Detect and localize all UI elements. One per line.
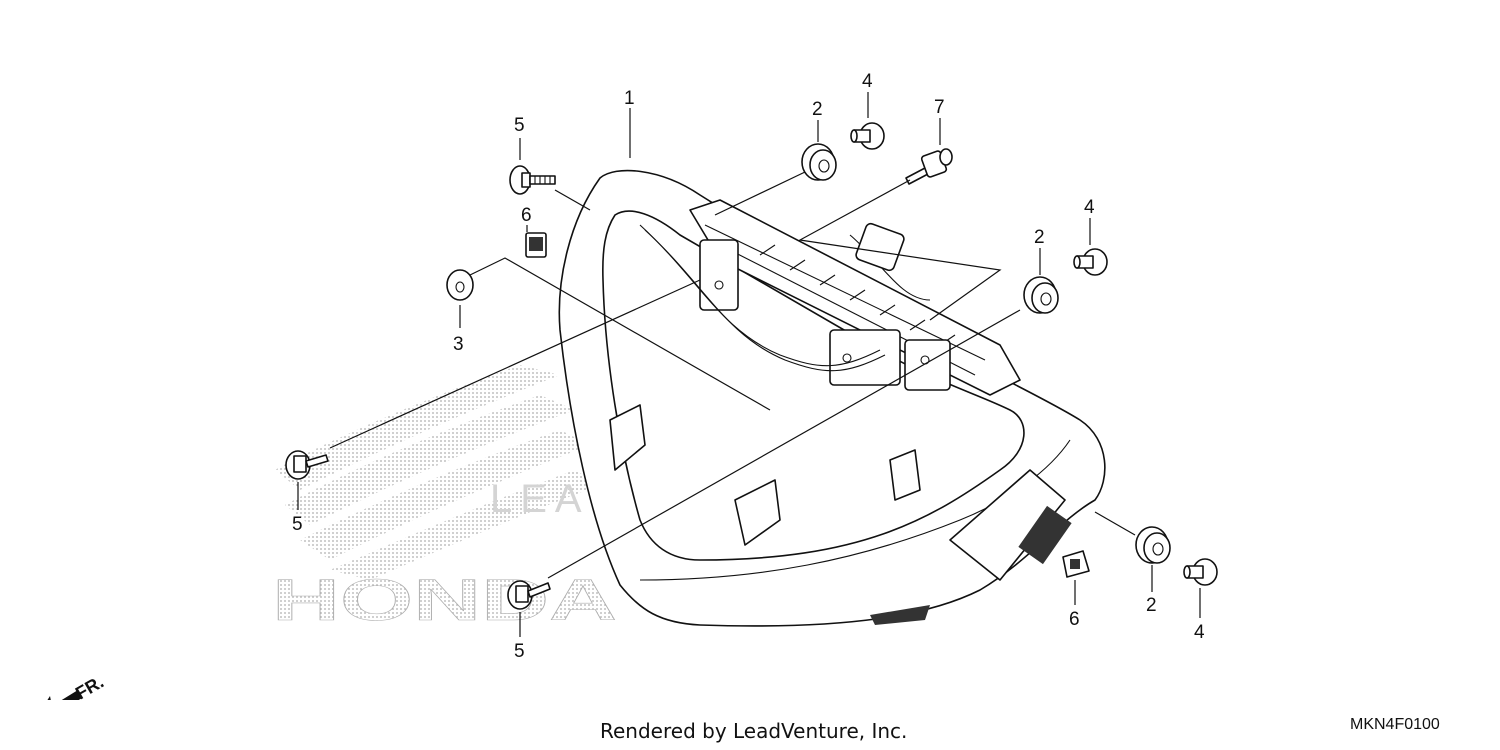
front-arrow-icon	[47, 690, 82, 700]
rendered-by-text: Rendered by LeadVenture, Inc.	[600, 719, 908, 743]
grommet-part-2	[801, 143, 1171, 564]
callout-5-bottom: 5	[514, 641, 525, 662]
callout-labels: 1 2 2 2 3 4 4 4 5 5 5 6 6 7	[292, 71, 1205, 662]
honda-wing-watermark: HONDA	[272, 365, 617, 633]
bolt-part-7	[905, 148, 953, 185]
callout-3: 3	[453, 334, 464, 355]
honda-watermark-text: HONDA	[272, 568, 617, 633]
callout-2-right: 2	[1034, 227, 1045, 248]
front-label: FR.	[72, 672, 107, 700]
callout-5-top: 5	[514, 115, 525, 136]
callout-7: 7	[934, 97, 945, 118]
callout-2-top: 2	[812, 99, 823, 120]
callout-6-bottom: 6	[1069, 609, 1080, 630]
callout-2-bottom: 2	[1146, 595, 1157, 616]
callout-1: 1	[624, 88, 635, 109]
washer-part-3	[446, 269, 474, 301]
callout-4-top: 4	[862, 71, 873, 92]
callout-6-top: 6	[521, 205, 532, 226]
clip-nut-part-6	[525, 232, 1090, 578]
headlight-assembly	[558, 169, 1106, 627]
screw-part-5	[285, 165, 556, 610]
callout-4-bottom: 4	[1194, 622, 1205, 643]
callout-4-right: 4	[1084, 197, 1095, 218]
diagram-code: MKN4F0100	[1350, 716, 1440, 733]
parts-diagram: HONDA LEADVENTURE	[47, 71, 1218, 700]
collar-part-4	[850, 122, 1218, 586]
leader-lines	[297, 92, 1201, 637]
front-direction-indicator: FR.	[47, 672, 107, 700]
callout-5-left: 5	[292, 514, 303, 535]
